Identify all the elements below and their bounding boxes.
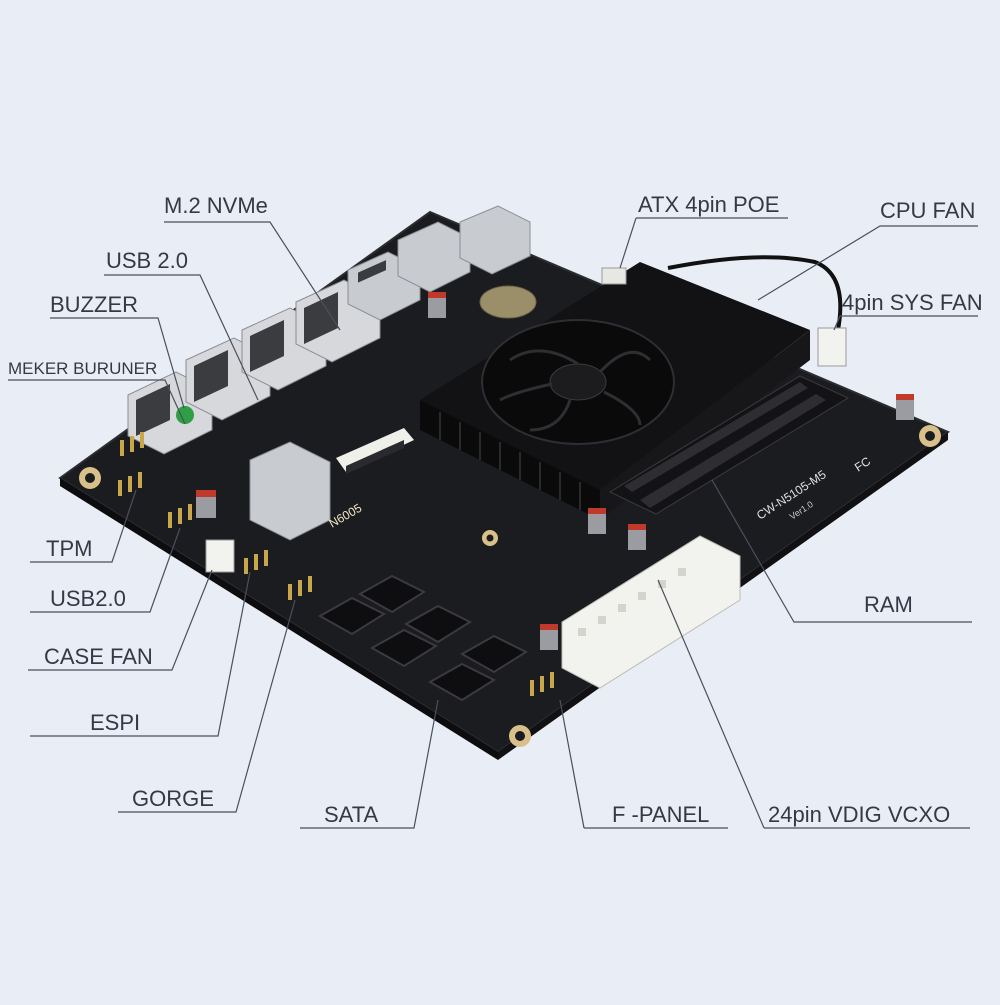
label-tpm: TPM <box>46 536 93 561</box>
m2-slot <box>336 428 414 474</box>
mounting-hole <box>79 467 101 489</box>
leader-line-usb20-top <box>104 274 259 401</box>
leader-line-case-fan <box>28 569 213 671</box>
buzzer-component <box>176 406 194 424</box>
atx-24pin-connector <box>561 535 741 689</box>
atx-4pin-header <box>601 267 627 285</box>
label-sata: SATA <box>324 802 379 827</box>
leader-line-atx-poe-drop <box>619 217 637 269</box>
label-cpu-fan: CPU FAN <box>880 198 976 223</box>
sata-connector <box>427 662 497 702</box>
cpu-fan <box>481 319 675 445</box>
label-f-panel: F -PANEL <box>612 802 710 827</box>
leader-line-sys-fan <box>833 315 978 331</box>
leader-line-sata <box>300 699 439 829</box>
mounting-hole <box>482 530 498 546</box>
label-usb20-top: USB 2.0 <box>106 248 188 273</box>
pcb-edge <box>60 478 498 760</box>
front-usb-port <box>249 441 331 541</box>
label-ram: RAM <box>864 592 913 617</box>
case-fan-header <box>205 539 235 573</box>
leader-line-cpu-fan <box>757 225 978 301</box>
label-buzzer: BUZZER <box>50 292 138 317</box>
usb-port <box>397 221 471 293</box>
sys-fan-header <box>817 327 847 367</box>
label-24pin-atx: 24pin VDIG VCXO <box>768 802 951 827</box>
label-gorge: GORGE <box>132 786 214 811</box>
leader-lines <box>8 217 978 829</box>
label-usb20-bottom: USB2.0 <box>50 586 126 611</box>
sata-connector <box>369 628 439 668</box>
leader-line-espi <box>30 571 251 737</box>
leader-line-atx-24pin-rise <box>657 579 765 829</box>
label-m2-nvme: M.2 NVMe <box>164 193 268 218</box>
label-case-fan: CASE FAN <box>44 644 153 669</box>
sata-connector <box>403 604 473 644</box>
leader-line-buzzer <box>50 317 185 409</box>
fan-cable <box>667 255 843 331</box>
label-meker-buruner: MEKER BURUNER <box>8 359 158 378</box>
sata-connector <box>459 634 529 674</box>
mounting-hole <box>919 425 941 447</box>
sata-connector <box>357 574 427 614</box>
leader-line-f-panel-rise <box>559 699 585 829</box>
pin-header <box>118 432 554 696</box>
label-4pin-sys-fan: 4pin SYS FAN <box>842 290 983 315</box>
usb-port <box>459 205 531 275</box>
leader-line-usb20-bottom <box>30 527 181 613</box>
capacitor <box>196 292 914 650</box>
leader-line-tpm <box>30 489 137 563</box>
leader-line-meker <box>8 379 186 425</box>
cmos-battery <box>479 285 537 319</box>
leader-line-m2 <box>164 221 341 331</box>
leader-line-ram <box>711 479 972 623</box>
sata-connector <box>317 596 387 636</box>
mounting-hole <box>509 725 531 747</box>
ram-slot <box>608 375 850 515</box>
label-atx-4pin-poe: ATX 4pin POE <box>638 192 780 217</box>
leader-line-gorge <box>118 599 296 813</box>
label-espi: ESPI <box>90 710 141 735</box>
